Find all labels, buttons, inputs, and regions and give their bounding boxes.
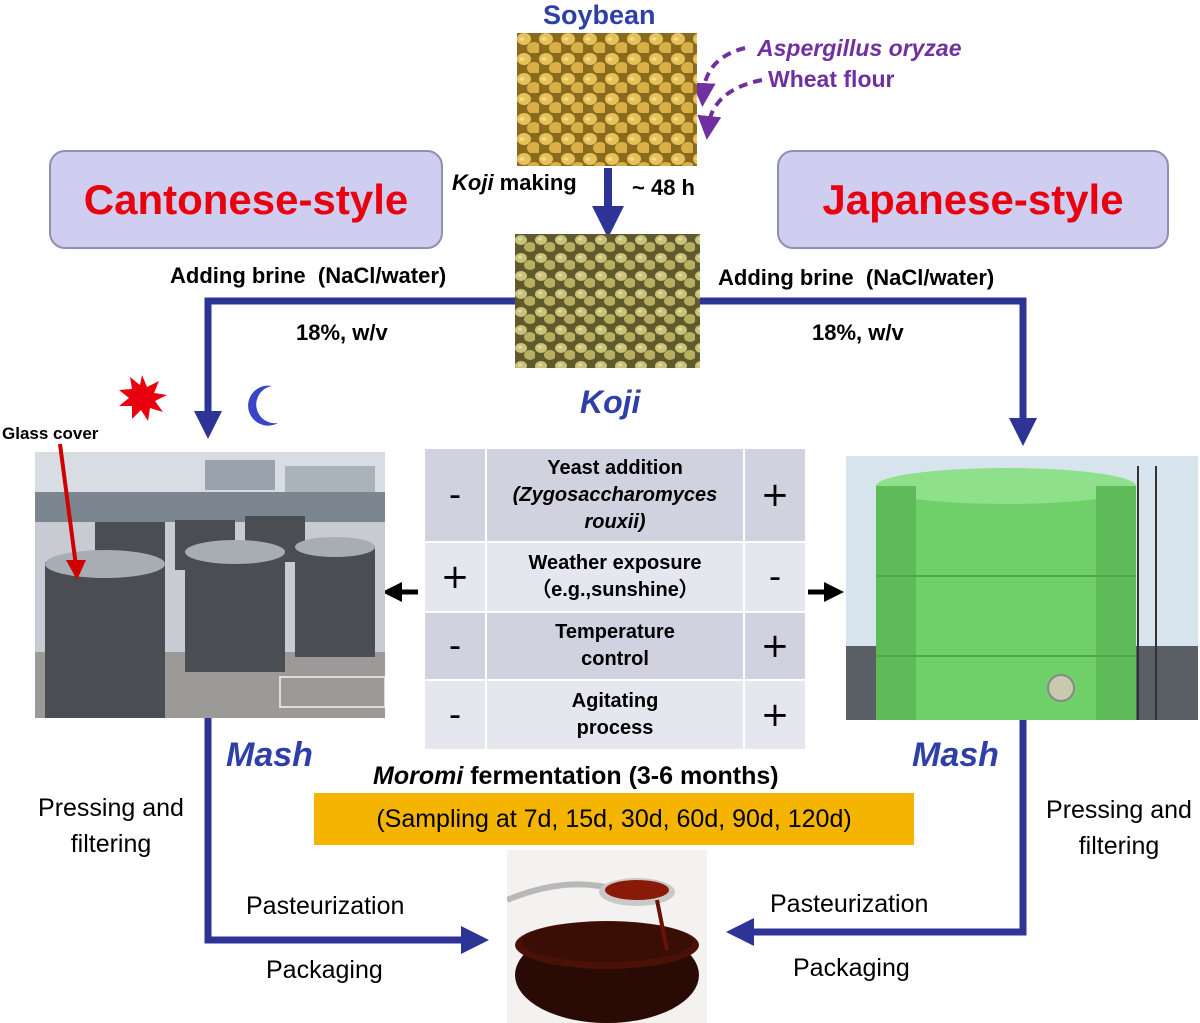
left-packaging-label: Packaging	[266, 956, 383, 984]
factor-label: process	[576, 717, 654, 739]
koji-making-label: Koji making	[452, 170, 577, 195]
comparison-row-yeast: - Yeast addition (Zygosaccharomyces roux…	[425, 449, 805, 541]
comparison-row-temperature: - Temperature control +	[425, 613, 805, 679]
comparison-row-weather: + Weather exposure （e.g.,sunshine） -	[425, 543, 805, 611]
koji-photo	[515, 234, 700, 368]
factor-label: （e.g.,sunshine）	[531, 579, 699, 601]
japanese-tank-photo	[846, 456, 1198, 720]
soybean-label: Soybean	[543, 0, 656, 30]
right-mash-label: Mash	[912, 736, 999, 774]
wheat-flour-label: Wheat flour	[768, 66, 895, 92]
japanese-sign: +	[760, 695, 790, 735]
factor-label: (Zygosaccharomyces	[512, 483, 718, 506]
right-packaging-label: Packaging	[793, 954, 910, 982]
moon-icon	[248, 385, 278, 426]
japanese-style-box: Japanese-style	[777, 150, 1169, 249]
comparison-row-agitating: - Agitating process +	[425, 681, 805, 749]
wheat-flour-arrow	[697, 78, 763, 140]
aspergillus-label: Aspergillus oryzae	[757, 35, 962, 61]
factor-label: Temperature	[555, 621, 675, 643]
right-pasteurization-label: Pasteurization	[770, 890, 929, 918]
cantonese-sign: +	[440, 557, 470, 597]
japanese-sign: -	[768, 557, 782, 597]
factor-label: rouxii)	[584, 510, 646, 533]
left-output-arrow	[204, 718, 489, 954]
koji-label: Koji	[580, 384, 641, 420]
cantonese-tanks-photo	[35, 452, 385, 718]
left-mash-label: Mash	[226, 736, 313, 774]
left-pasteurization-label: Pasteurization	[246, 892, 405, 920]
fermentation-label: Moromi fermentation (3-6 months)	[373, 762, 779, 790]
right-pressing-label: Pressing and filtering	[1046, 796, 1192, 860]
glass-cover-label: Glass cover	[2, 424, 99, 443]
left-brine-arrow	[194, 297, 515, 439]
factor-label: Agitating	[571, 690, 659, 712]
right-brine-label: Adding brine (NaCl/water)	[718, 265, 995, 290]
cantonese-sign: -	[448, 626, 462, 666]
factor-label: Yeast addition	[547, 456, 683, 479]
factor-label: Weather exposure	[528, 552, 702, 574]
left-brine-label: Adding brine (NaCl/water)	[170, 263, 447, 288]
japanese-sign: +	[760, 475, 790, 515]
cantonese-sign: -	[448, 695, 462, 735]
japanese-sign: +	[760, 626, 790, 666]
sampling-box: (Sampling at 7d, 15d, 30d, 60d, 90d, 120…	[314, 793, 914, 845]
sun-icon	[119, 375, 167, 421]
factor-label: control	[581, 648, 649, 670]
soy-sauce-photo	[507, 850, 707, 1023]
soybean-photo	[517, 33, 697, 166]
duration-label: ~ 48 h	[632, 175, 695, 200]
right-brine-arrow	[700, 297, 1037, 446]
right-output-arrow	[726, 720, 1027, 946]
aspergillus-arrow	[691, 46, 746, 107]
left-concentration-label: 18%, w/v	[296, 320, 388, 345]
cantonese-sign: -	[448, 475, 462, 515]
left-pressing-label: Pressing and filtering	[38, 794, 184, 858]
cantonese-style-box: Cantonese-style	[49, 150, 443, 249]
right-concentration-label: 18%, w/v	[812, 320, 904, 345]
